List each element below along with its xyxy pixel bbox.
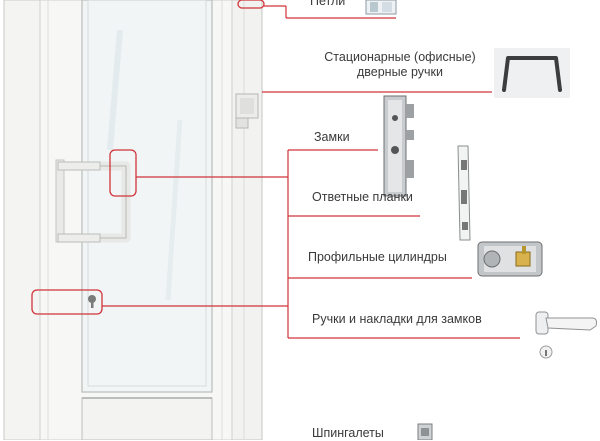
label-strike-plates: Ответные планки xyxy=(312,190,413,204)
label-hinges: Петли xyxy=(310,0,346,8)
door-frame-left xyxy=(3,0,41,440)
keyhole-callout-box xyxy=(31,289,103,315)
label-cylinders: Профильные цилиндры xyxy=(308,250,447,264)
door xyxy=(3,0,263,440)
door-office-handle xyxy=(57,161,131,243)
profile-cylinder-icon xyxy=(477,241,543,277)
leader-lines xyxy=(102,5,520,339)
label-lock-handles: Ручки и накладки для замков xyxy=(312,312,482,326)
label-locks: Замки xyxy=(314,130,350,144)
door-frame-right xyxy=(231,0,263,440)
label-espagnolettes: Шпингалеты xyxy=(312,426,384,440)
hinge-icon xyxy=(365,0,397,15)
lever-handle-icon xyxy=(535,311,597,359)
door-bottom-panel xyxy=(81,397,213,440)
office-handle-icon xyxy=(494,48,570,98)
strike-plate-icon xyxy=(457,145,471,241)
handle-callout-box xyxy=(109,149,137,197)
door-glass xyxy=(81,0,213,393)
door-keyhole xyxy=(88,295,96,308)
label-office-handles: Стационарные (офисные) дверные ручки xyxy=(324,50,476,79)
espagnolette-icon xyxy=(417,423,433,440)
hinge-callout-box xyxy=(237,0,265,9)
door-hinge xyxy=(235,93,259,129)
mortise-lock-icon xyxy=(383,95,414,197)
